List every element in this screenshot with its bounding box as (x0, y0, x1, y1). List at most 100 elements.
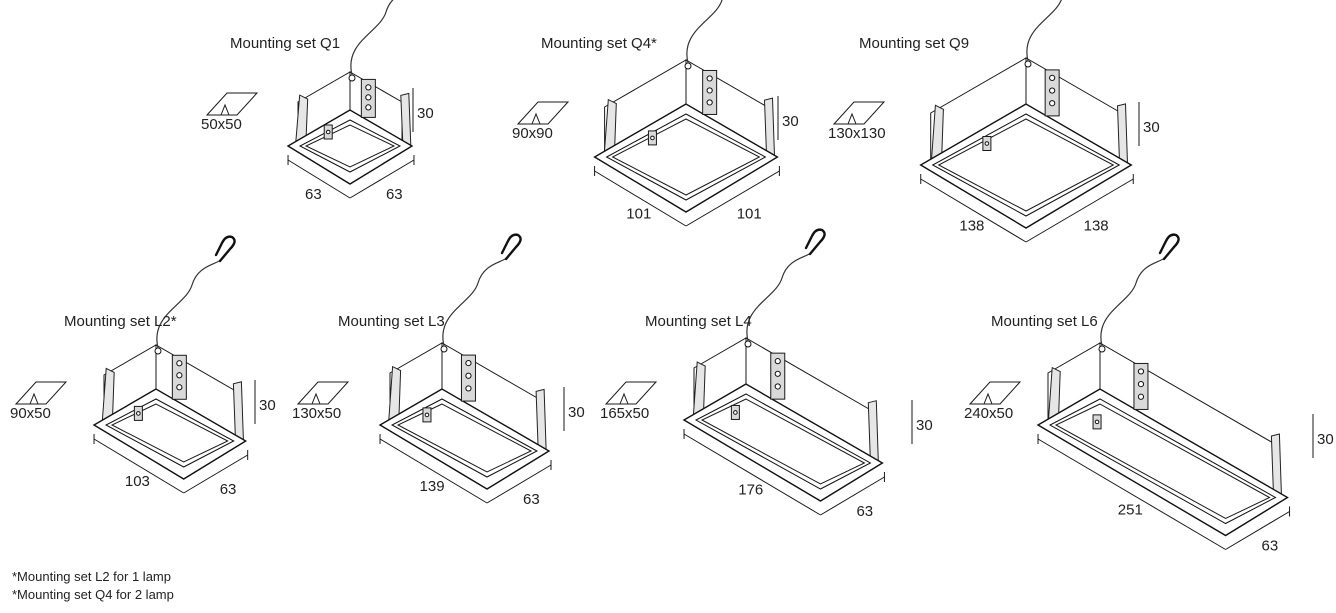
safety-cable (746, 251, 813, 342)
terminal-screw (1137, 393, 1145, 400)
dim-line-length (920, 178, 1027, 243)
cutout-label: 50x50 (201, 116, 242, 133)
safety-cable (156, 258, 223, 349)
height-label: 30 (417, 105, 434, 122)
inner-lip (611, 118, 761, 196)
set-title: Mounting set Q1 (230, 35, 340, 52)
length-label: 251 (1118, 501, 1143, 518)
bracket-screw (984, 141, 990, 146)
cutout-cross-section (531, 112, 541, 125)
bracket-screw (650, 135, 655, 141)
length-label: 138 (959, 218, 984, 235)
inner-opening (605, 113, 767, 201)
dim-line-length (379, 438, 488, 504)
width-label: 138 (1084, 218, 1109, 235)
cutout-symbol-icon (296, 381, 350, 405)
set-title: Mounting set L2* (64, 313, 177, 330)
set-title: Mounting set Q4* (541, 35, 657, 52)
safety-clip-icon (500, 233, 522, 261)
terminal-screw (1049, 100, 1056, 107)
terminal-screw (774, 383, 781, 390)
safety-cable (442, 256, 509, 347)
cutout-label: 130x50 (292, 405, 341, 422)
spring-right (1270, 433, 1282, 495)
footnote-q4: *Mounting set Q4 for 2 lamp (12, 587, 174, 602)
footnote-l2: *Mounting set L2 for 1 lamp (12, 569, 171, 584)
terminal-screw (365, 104, 372, 111)
terminal-screw (465, 385, 472, 392)
cutout-symbol-icon (832, 101, 886, 125)
cable-eyelet (1024, 60, 1032, 68)
terminal-screw (176, 384, 183, 391)
bracket-screw (1094, 419, 1100, 425)
safety-cable (1100, 256, 1167, 347)
inner-lip (304, 124, 396, 168)
terminal-screw (176, 360, 183, 367)
safety-cable (686, 0, 723, 64)
dim-line-length (683, 433, 821, 516)
cutout-cross-section (311, 392, 321, 405)
cutout-symbol-icon (516, 101, 570, 125)
safety-cable (1026, 0, 1062, 62)
cutout-label: 165x50 (600, 405, 649, 422)
spring-right (400, 92, 412, 147)
cutout-label: 90x50 (10, 405, 51, 422)
terminal-screw (774, 358, 781, 365)
terminal-screw (176, 372, 183, 379)
cutout-symbol-icon (14, 381, 68, 405)
cutout-cross-section (983, 392, 993, 405)
cutout-symbol-icon (205, 92, 259, 116)
terminal-screw (465, 359, 472, 367)
length-label: 176 (738, 482, 763, 499)
cable-eyelet (1098, 345, 1106, 353)
length-label: 139 (420, 478, 445, 495)
dim-line-width (820, 476, 885, 516)
inner-lip (396, 403, 533, 473)
bracket-screw (733, 410, 738, 415)
bracket-screw (424, 412, 430, 418)
spring-right (867, 400, 879, 462)
spring-right (1116, 103, 1129, 165)
dim-line-width (1025, 178, 1134, 243)
height-label: 30 (568, 404, 585, 421)
inner-lip (1054, 403, 1271, 520)
cutout-cross-section (220, 103, 230, 116)
cable-eyelet (684, 62, 692, 70)
dim-line-width (183, 454, 248, 494)
terminal-screw (706, 99, 713, 106)
cutout-label: 240x50 (964, 405, 1013, 422)
height-label: 30 (1143, 119, 1160, 136)
terminal-screw (1137, 368, 1145, 375)
width-label: 63 (220, 481, 237, 498)
terminal-screw (1049, 74, 1056, 82)
terminal-screw (1137, 381, 1145, 388)
bracket-screw (136, 411, 141, 416)
safety-clip-icon (214, 235, 236, 263)
terminal-screw (706, 87, 713, 94)
width-label: 63 (523, 491, 540, 508)
dim-line-width (1225, 511, 1290, 550)
inner-opening (1048, 398, 1277, 525)
dim-line-length (93, 438, 184, 494)
cable-eyelet (744, 340, 752, 348)
cutout-label: 130x130 (828, 125, 886, 142)
bracket-screw (325, 129, 331, 135)
height-label: 30 (1317, 431, 1334, 448)
terminal-screw (774, 370, 781, 377)
cutout-cross-section (847, 112, 857, 125)
set-title: Mounting set L6 (991, 313, 1098, 330)
dim-line-length (287, 159, 351, 199)
cutout-symbol-icon (604, 381, 658, 405)
safety-clip-icon (1158, 233, 1180, 261)
dim-line-width (349, 159, 415, 199)
cutout-cross-section (619, 392, 629, 405)
inner-lip (110, 403, 229, 463)
cutout-label: 90x90 (512, 125, 553, 142)
width-label: 63 (386, 186, 403, 203)
